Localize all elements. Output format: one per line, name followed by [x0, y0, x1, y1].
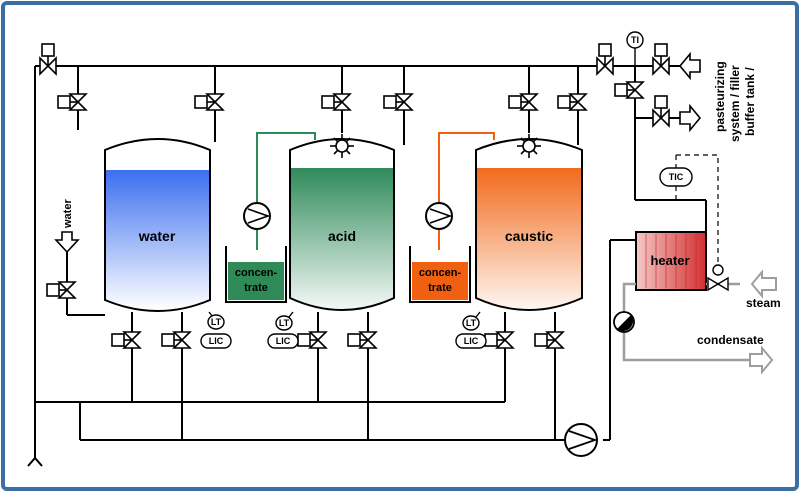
temperature-controller: TIC: [659, 154, 729, 292]
caustic-concentrate-dosing: concen- trate: [409, 132, 495, 303]
steam-control-valve-icon: [707, 264, 729, 292]
outlet-label-line1: pasteurizing: [713, 61, 727, 132]
caustic-concentrate-label-2: trate: [428, 282, 452, 294]
caustic-concentrate-label-1: concen-: [419, 267, 462, 279]
condensate-label: condensate: [697, 333, 764, 347]
condensate-outlet-arrow-icon: [749, 345, 774, 375]
caustic-tank: caustic: [475, 138, 583, 311]
caustic-spray-ball-icon: [517, 134, 541, 158]
heater-label: heater: [650, 253, 689, 268]
valve-caustic-top-1-icon: [508, 93, 539, 111]
acid-concentrate-label-1: concen-: [235, 267, 278, 279]
steam-inlet-arrow-icon: [750, 269, 777, 299]
valve-caustic-bottom-2-icon: [534, 331, 565, 349]
valve-acid-top-2-icon: [383, 93, 414, 111]
caustic-tank-label: caustic: [505, 228, 553, 244]
valve-return-icon: [596, 43, 614, 76]
acid-concentrate-dosing: concen- trate: [225, 132, 316, 303]
valve-water-top-1-icon: [57, 93, 88, 111]
tic-label: TIC: [669, 172, 684, 182]
acid-level-instruments: LT LIC: [267, 311, 299, 349]
supply-arrow-icon: [679, 103, 702, 133]
acid-lt-label: LT: [279, 318, 290, 328]
acid-tank: acid: [289, 138, 395, 311]
valve-water-bottom-1-icon: [111, 331, 142, 349]
ti-label: TI: [631, 35, 639, 45]
valve-caustic-bottom-1-icon: [484, 331, 515, 349]
valve-water-top-2-icon: [194, 93, 225, 111]
valve-water-inlet-icon: [46, 281, 77, 299]
heater: heater: [635, 231, 707, 291]
valve-supply-right-icon: [652, 95, 670, 128]
valve-acid-top-1-icon: [321, 93, 352, 111]
valve-outlet-right-icon: [652, 43, 670, 76]
temperature-indicator: TI: [626, 31, 644, 66]
return-arrow-icon: [678, 51, 701, 81]
water-lic-label: LIC: [209, 336, 224, 346]
water-inlet: water: [54, 199, 80, 254]
steam-trap-icon: [613, 311, 635, 333]
valve-outlet-top-icon: [614, 81, 645, 99]
acid-tank-label: acid: [328, 228, 356, 244]
acid-spray-ball-icon: [330, 134, 354, 158]
water-inlet-arrow-icon: [54, 231, 80, 254]
outlet-arrows: pasteurizing system / filler buffer tank…: [678, 51, 757, 142]
valve-acid-bottom-1-icon: [297, 331, 328, 349]
outlet-label-line3: buffer tank /: [743, 67, 757, 136]
acid-lic-label: LIC: [276, 336, 291, 346]
caustic-level-instruments: LT LIC: [455, 311, 487, 349]
valve-water-bottom-2-icon: [161, 331, 192, 349]
valve-caustic-top-2-icon: [557, 93, 588, 111]
circulation-pump-icon: [564, 423, 598, 457]
valve-acid-bottom-2-icon: [347, 331, 378, 349]
steam-line: steam condensate: [613, 269, 781, 375]
steam-label: steam: [746, 296, 781, 310]
water-tank: water: [104, 138, 211, 312]
water-lt-label: LT: [211, 317, 222, 327]
valve-top-left-icon: [39, 43, 57, 76]
caustic-lt-label: LT: [466, 318, 477, 328]
acid-concentrate-label-2: trate: [244, 282, 268, 294]
water-inlet-label: water: [62, 199, 74, 229]
caustic-lic-label: LIC: [464, 336, 479, 346]
water-level-instruments: LT LIC: [200, 311, 232, 349]
water-tank-label: water: [138, 228, 176, 244]
outlet-label-line2: system / filler: [728, 65, 742, 142]
